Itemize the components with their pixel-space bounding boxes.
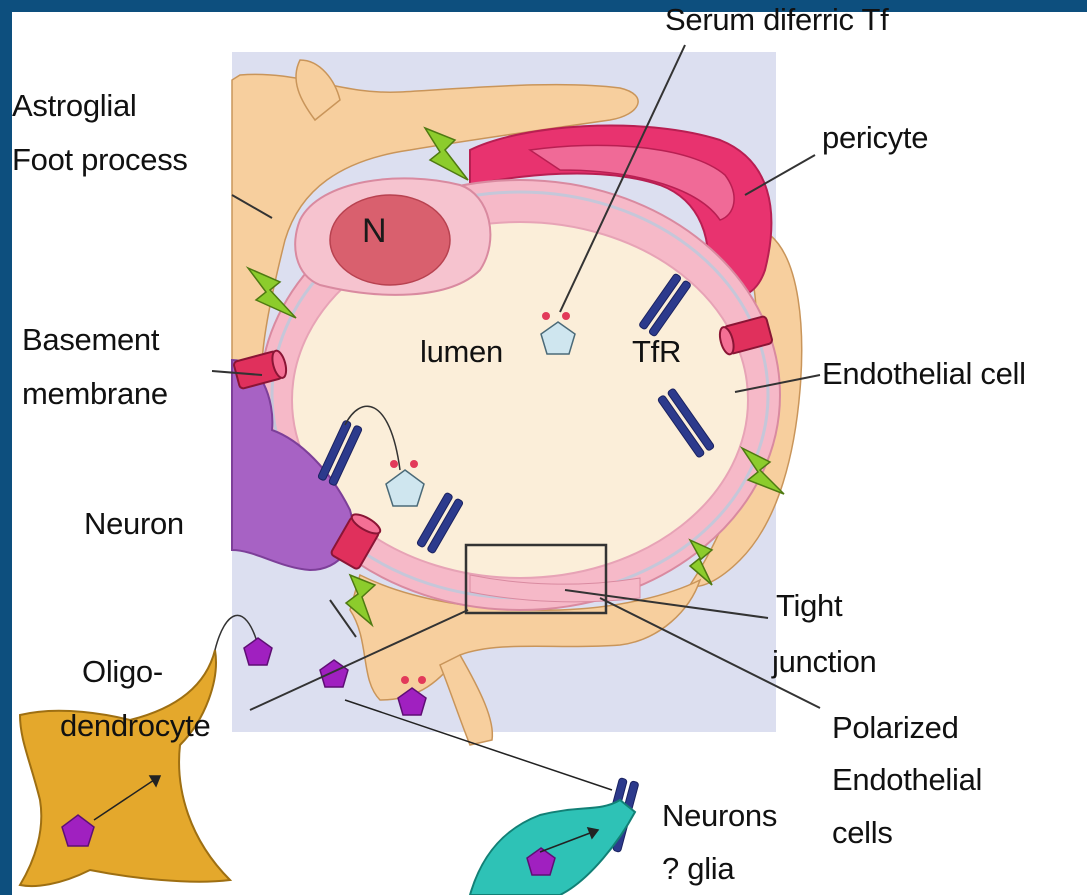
label-serum-diferric-tf: Serum diferric Tf bbox=[665, 2, 888, 38]
label-endothelial-2: Endothelial bbox=[832, 762, 982, 798]
label-junction: junction bbox=[772, 644, 876, 680]
label-nucleus: N bbox=[362, 212, 387, 251]
label-tight: Tight bbox=[776, 588, 842, 624]
label-basement: Basement bbox=[22, 322, 159, 358]
label-dendrocyte: dendrocyte bbox=[60, 708, 210, 744]
label-pericyte: pericyte bbox=[822, 120, 928, 156]
label-neurons: Neurons bbox=[662, 798, 777, 834]
label-cells: cells bbox=[832, 815, 893, 851]
label-polarized: Polarized bbox=[832, 710, 959, 746]
label-lumen: lumen bbox=[420, 334, 503, 370]
label-tfr: TfR bbox=[632, 334, 681, 370]
label-neuron: Neuron bbox=[84, 506, 184, 542]
label-astroglial: Astroglial bbox=[12, 88, 137, 124]
label-foot-process: Foot process bbox=[12, 142, 188, 178]
label-endothelial-cell: Endothelial cell bbox=[822, 356, 1026, 392]
label-membrane: membrane bbox=[22, 376, 168, 412]
nucleus bbox=[330, 195, 450, 285]
label-oligo: Oligo- bbox=[82, 654, 163, 690]
label-glia: ? glia bbox=[662, 851, 734, 887]
